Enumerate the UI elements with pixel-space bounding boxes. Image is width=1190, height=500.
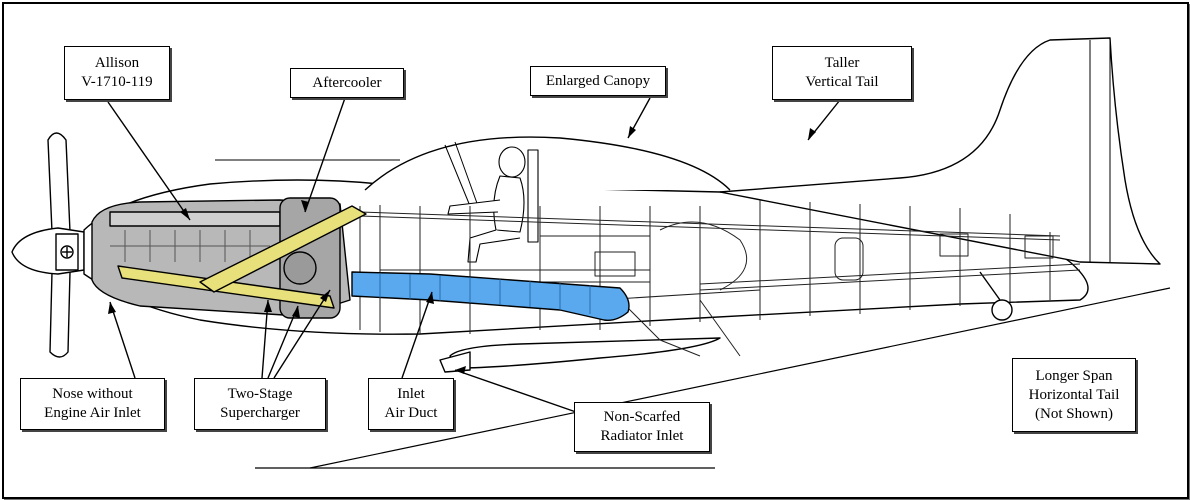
label-enlarged-canopy: Enlarged Canopy <box>530 66 666 96</box>
label-non-scarfed-radiator-inlet: Non-Scarfed Radiator Inlet <box>574 402 710 452</box>
label-two-stage-supercharger: Two-Stage Supercharger <box>194 378 326 430</box>
pilot <box>447 146 539 263</box>
label-nose-without-inlet: Nose without Engine Air Inlet <box>20 378 165 430</box>
leader-lines <box>107 97 841 413</box>
propeller <box>11 132 85 358</box>
tail-wheel <box>979 271 1013 321</box>
canopy <box>364 136 731 191</box>
label-aftercooler: Aftercooler <box>290 68 404 98</box>
engine <box>91 197 351 319</box>
leader-arrowheads <box>108 126 816 374</box>
structure-frames <box>359 200 1081 357</box>
aftercooler-tube <box>117 205 367 309</box>
radiator-scoop <box>449 337 721 369</box>
vertical-tail <box>719 37 1161 265</box>
label-longer-span-horizontal-tail: Longer Span Horizontal Tail (Not Shown) <box>1012 358 1136 432</box>
ground-slope-line <box>309 287 1171 469</box>
label-taller-vertical-tail: Taller Vertical Tail <box>772 46 912 100</box>
label-allison-engine: Allison V-1710-119 <box>64 46 170 100</box>
inlet-air-duct <box>351 271 630 322</box>
label-inlet-air-duct: Inlet Air Duct <box>368 378 454 430</box>
